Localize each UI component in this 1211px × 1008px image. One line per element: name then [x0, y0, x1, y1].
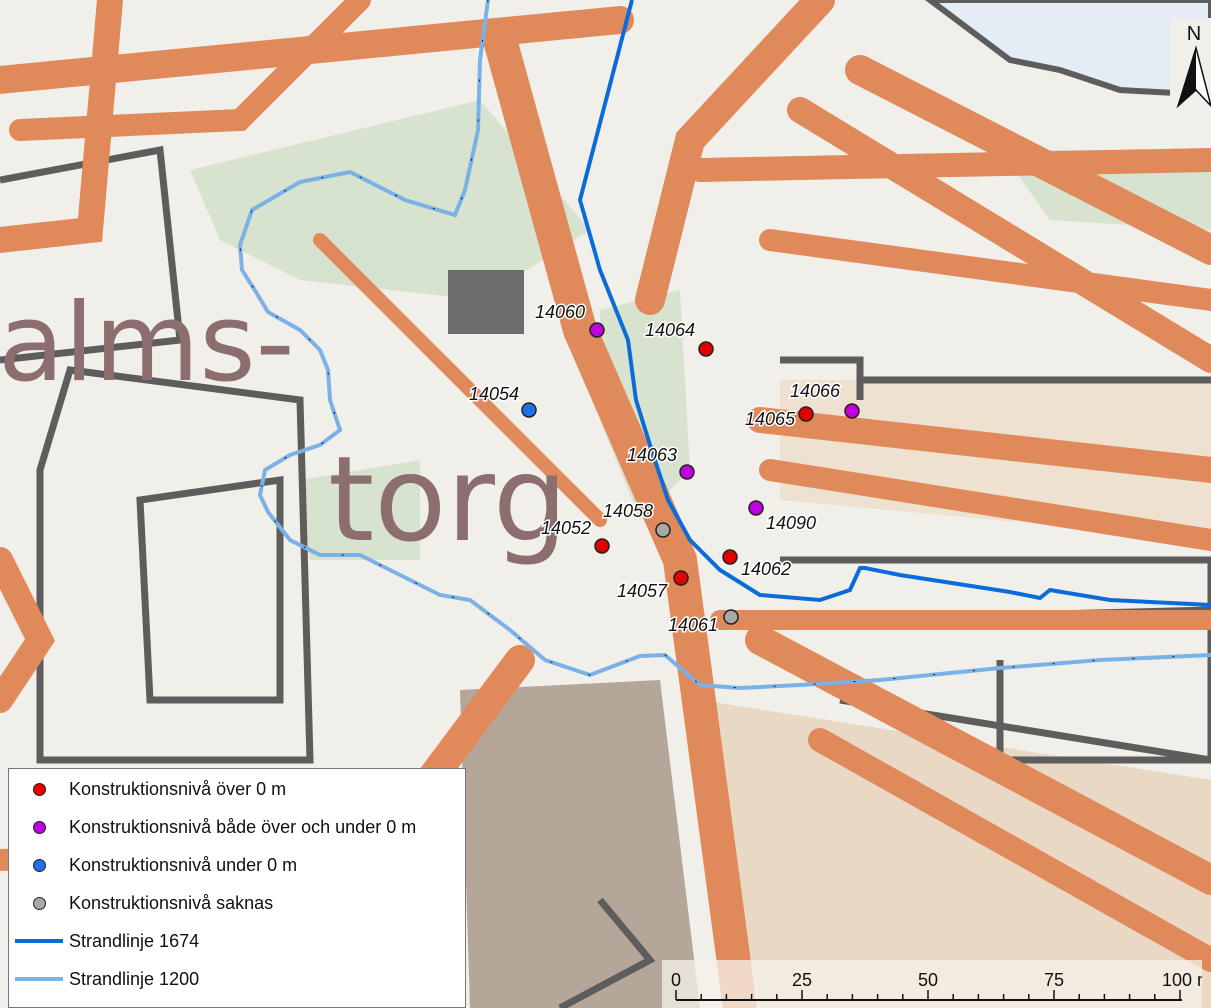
scale-label-75: 75	[1044, 970, 1064, 990]
point-label-14063: 14063	[627, 445, 677, 465]
points-layer	[521, 322, 860, 625]
point-marker-14065[interactable]	[798, 406, 814, 422]
point-marker-14061[interactable]	[723, 609, 739, 625]
point-label-14062: 14062	[741, 559, 791, 579]
point-label-14061: 14061	[668, 615, 718, 635]
shoreline-1674	[577, 0, 1211, 607]
point-marker-14064[interactable]	[698, 341, 714, 357]
building-block	[448, 270, 524, 334]
scale-label-50: 50	[918, 970, 938, 990]
legend-label: Konstruktionsnivå under 0 m	[69, 854, 298, 875]
point-label-14064: 14064	[645, 320, 695, 340]
legend-item-missing: Konstruktionsnivå saknas	[9, 887, 273, 919]
scale-label-25: 25	[792, 970, 812, 990]
point-marker-14054[interactable]	[521, 402, 537, 418]
line-1674-icon	[15, 939, 63, 943]
legend-label: Konstruktionsnivå saknas	[69, 892, 274, 913]
point-marker-14058[interactable]	[655, 522, 671, 538]
point-label-14054: 14054	[469, 384, 519, 404]
blue-dot-icon	[32, 858, 46, 872]
place-name-line2: torg	[328, 430, 568, 568]
point-label-14060: 14060	[535, 302, 585, 322]
point-marker-14060[interactable]	[589, 322, 605, 338]
point-label-14066: 14066	[790, 381, 841, 401]
purple-dot-icon	[32, 820, 46, 834]
legend-label: Strandlinje 1200	[69, 968, 200, 989]
water-area	[925, 0, 1211, 99]
point-label-14058: 14058	[603, 501, 653, 521]
point-marker-14057[interactable]	[673, 570, 689, 586]
place-name-line1: alms-	[0, 281, 295, 406]
point-labels-layer: 14060 14064 14054 14066 14065 14063 14058 14090…	[468, 301, 843, 637]
scale-bar: 0 25 50 75 100 m	[662, 960, 1202, 1008]
shoreline-1200	[237, 0, 1211, 691]
point-marker-14062[interactable]	[722, 549, 738, 565]
scale-label-0: 0	[671, 970, 681, 990]
north-arrow-icon: N	[1170, 18, 1211, 110]
north-label: N	[1187, 23, 1201, 45]
line-1200-icon	[15, 977, 63, 981]
point-label-14065: 14065	[745, 409, 796, 429]
legend-label: Konstruktionsnivå över 0 m	[69, 778, 287, 799]
built-areas	[460, 380, 1211, 1008]
legend-item-shoreline-1674: Strandlinje 1674	[9, 925, 199, 957]
grey-dot-icon	[32, 896, 46, 910]
legend-label: Konstruktionsnivå både över och under 0 …	[69, 816, 417, 837]
point-label-14090: 14090	[766, 513, 816, 533]
point-label-14057: 14057	[617, 581, 668, 601]
legend-label: Strandlinje 1674	[69, 930, 200, 951]
legend-item-over: Konstruktionsnivå över 0 m	[9, 773, 286, 805]
point-marker-14090[interactable]	[748, 500, 764, 516]
red-dot-icon	[32, 782, 46, 796]
legend-item-under: Konstruktionsnivå under 0 m	[9, 849, 297, 881]
point-marker-14052[interactable]	[594, 538, 610, 554]
point-marker-14063[interactable]	[679, 464, 695, 480]
legend-item-shoreline-1200: Strandlinje 1200	[9, 963, 199, 995]
scale-label-100: 100 m	[1162, 970, 1202, 990]
point-label-14052: 14052	[541, 518, 591, 538]
point-marker-14066[interactable]	[844, 403, 860, 419]
map-legend: Konstruktionsnivå över 0 m Konstruktions…	[8, 768, 466, 1008]
legend-item-both: Konstruktionsnivå både över och under 0 …	[9, 811, 416, 843]
